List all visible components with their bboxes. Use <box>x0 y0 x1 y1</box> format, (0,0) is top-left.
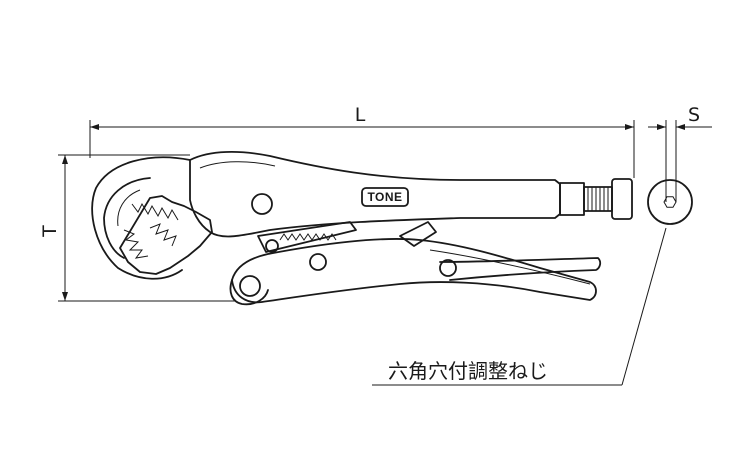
release-lever-tip <box>399 221 437 247</box>
fixed-jaw-hook-line <box>117 189 141 227</box>
callout-label: 六角穴付調整ねじ <box>388 359 548 383</box>
jaw-teeth-mid <box>149 223 177 247</box>
screw-collar <box>559 182 585 216</box>
dimension-length-arrow-right <box>625 124 634 130</box>
link-bar <box>257 221 357 253</box>
hex-socket-icon <box>663 196 677 208</box>
dimension-height: T <box>39 154 235 302</box>
dimension-socket-label: S <box>688 104 700 126</box>
callout: 六角穴付調整ねじ <box>372 227 667 386</box>
dimension-length: L <box>89 104 635 178</box>
screw-head-circle <box>647 179 693 225</box>
dimension-height-label: T <box>39 225 61 238</box>
rivet-lower-front <box>239 275 261 297</box>
dimension-height-arrow-bottom <box>62 292 68 301</box>
hex-socket-end-view <box>647 179 693 225</box>
lower-handle <box>231 238 597 304</box>
jaw-teeth-upper <box>131 202 179 221</box>
upper-handle-edge <box>199 161 276 169</box>
pliers: TONE <box>91 151 633 306</box>
lower-jaw-heel <box>229 279 269 306</box>
brand-badge <box>361 187 409 207</box>
spring-icon <box>279 233 337 241</box>
movable-jaw <box>119 195 213 275</box>
rivet-lower-middle <box>309 253 327 271</box>
upper-handle <box>189 151 561 238</box>
adjusting-screw-head <box>611 178 633 220</box>
screw-threads <box>587 187 609 211</box>
link-pivot <box>265 239 279 253</box>
dimension-socket: S <box>648 104 712 202</box>
dimension-length-label: L <box>355 104 366 126</box>
rivet-upper <box>251 193 273 215</box>
lower-handle-inner-edge <box>429 249 591 285</box>
release-lever <box>439 257 602 281</box>
dimension-height-arrow-top <box>62 155 68 164</box>
rivet-lower-rear <box>439 259 457 277</box>
dimension-socket-arrow-left <box>657 124 666 130</box>
dimension-socket-arrow-right <box>676 124 685 130</box>
callout-leader-diagonal <box>621 227 667 386</box>
brand-label: TONE <box>367 190 402 204</box>
dimension-length-arrow-left <box>90 124 99 130</box>
fixed-jaw <box>91 156 191 280</box>
jaw-teeth-lower <box>123 229 149 259</box>
fixed-jaw-inner <box>103 177 151 259</box>
